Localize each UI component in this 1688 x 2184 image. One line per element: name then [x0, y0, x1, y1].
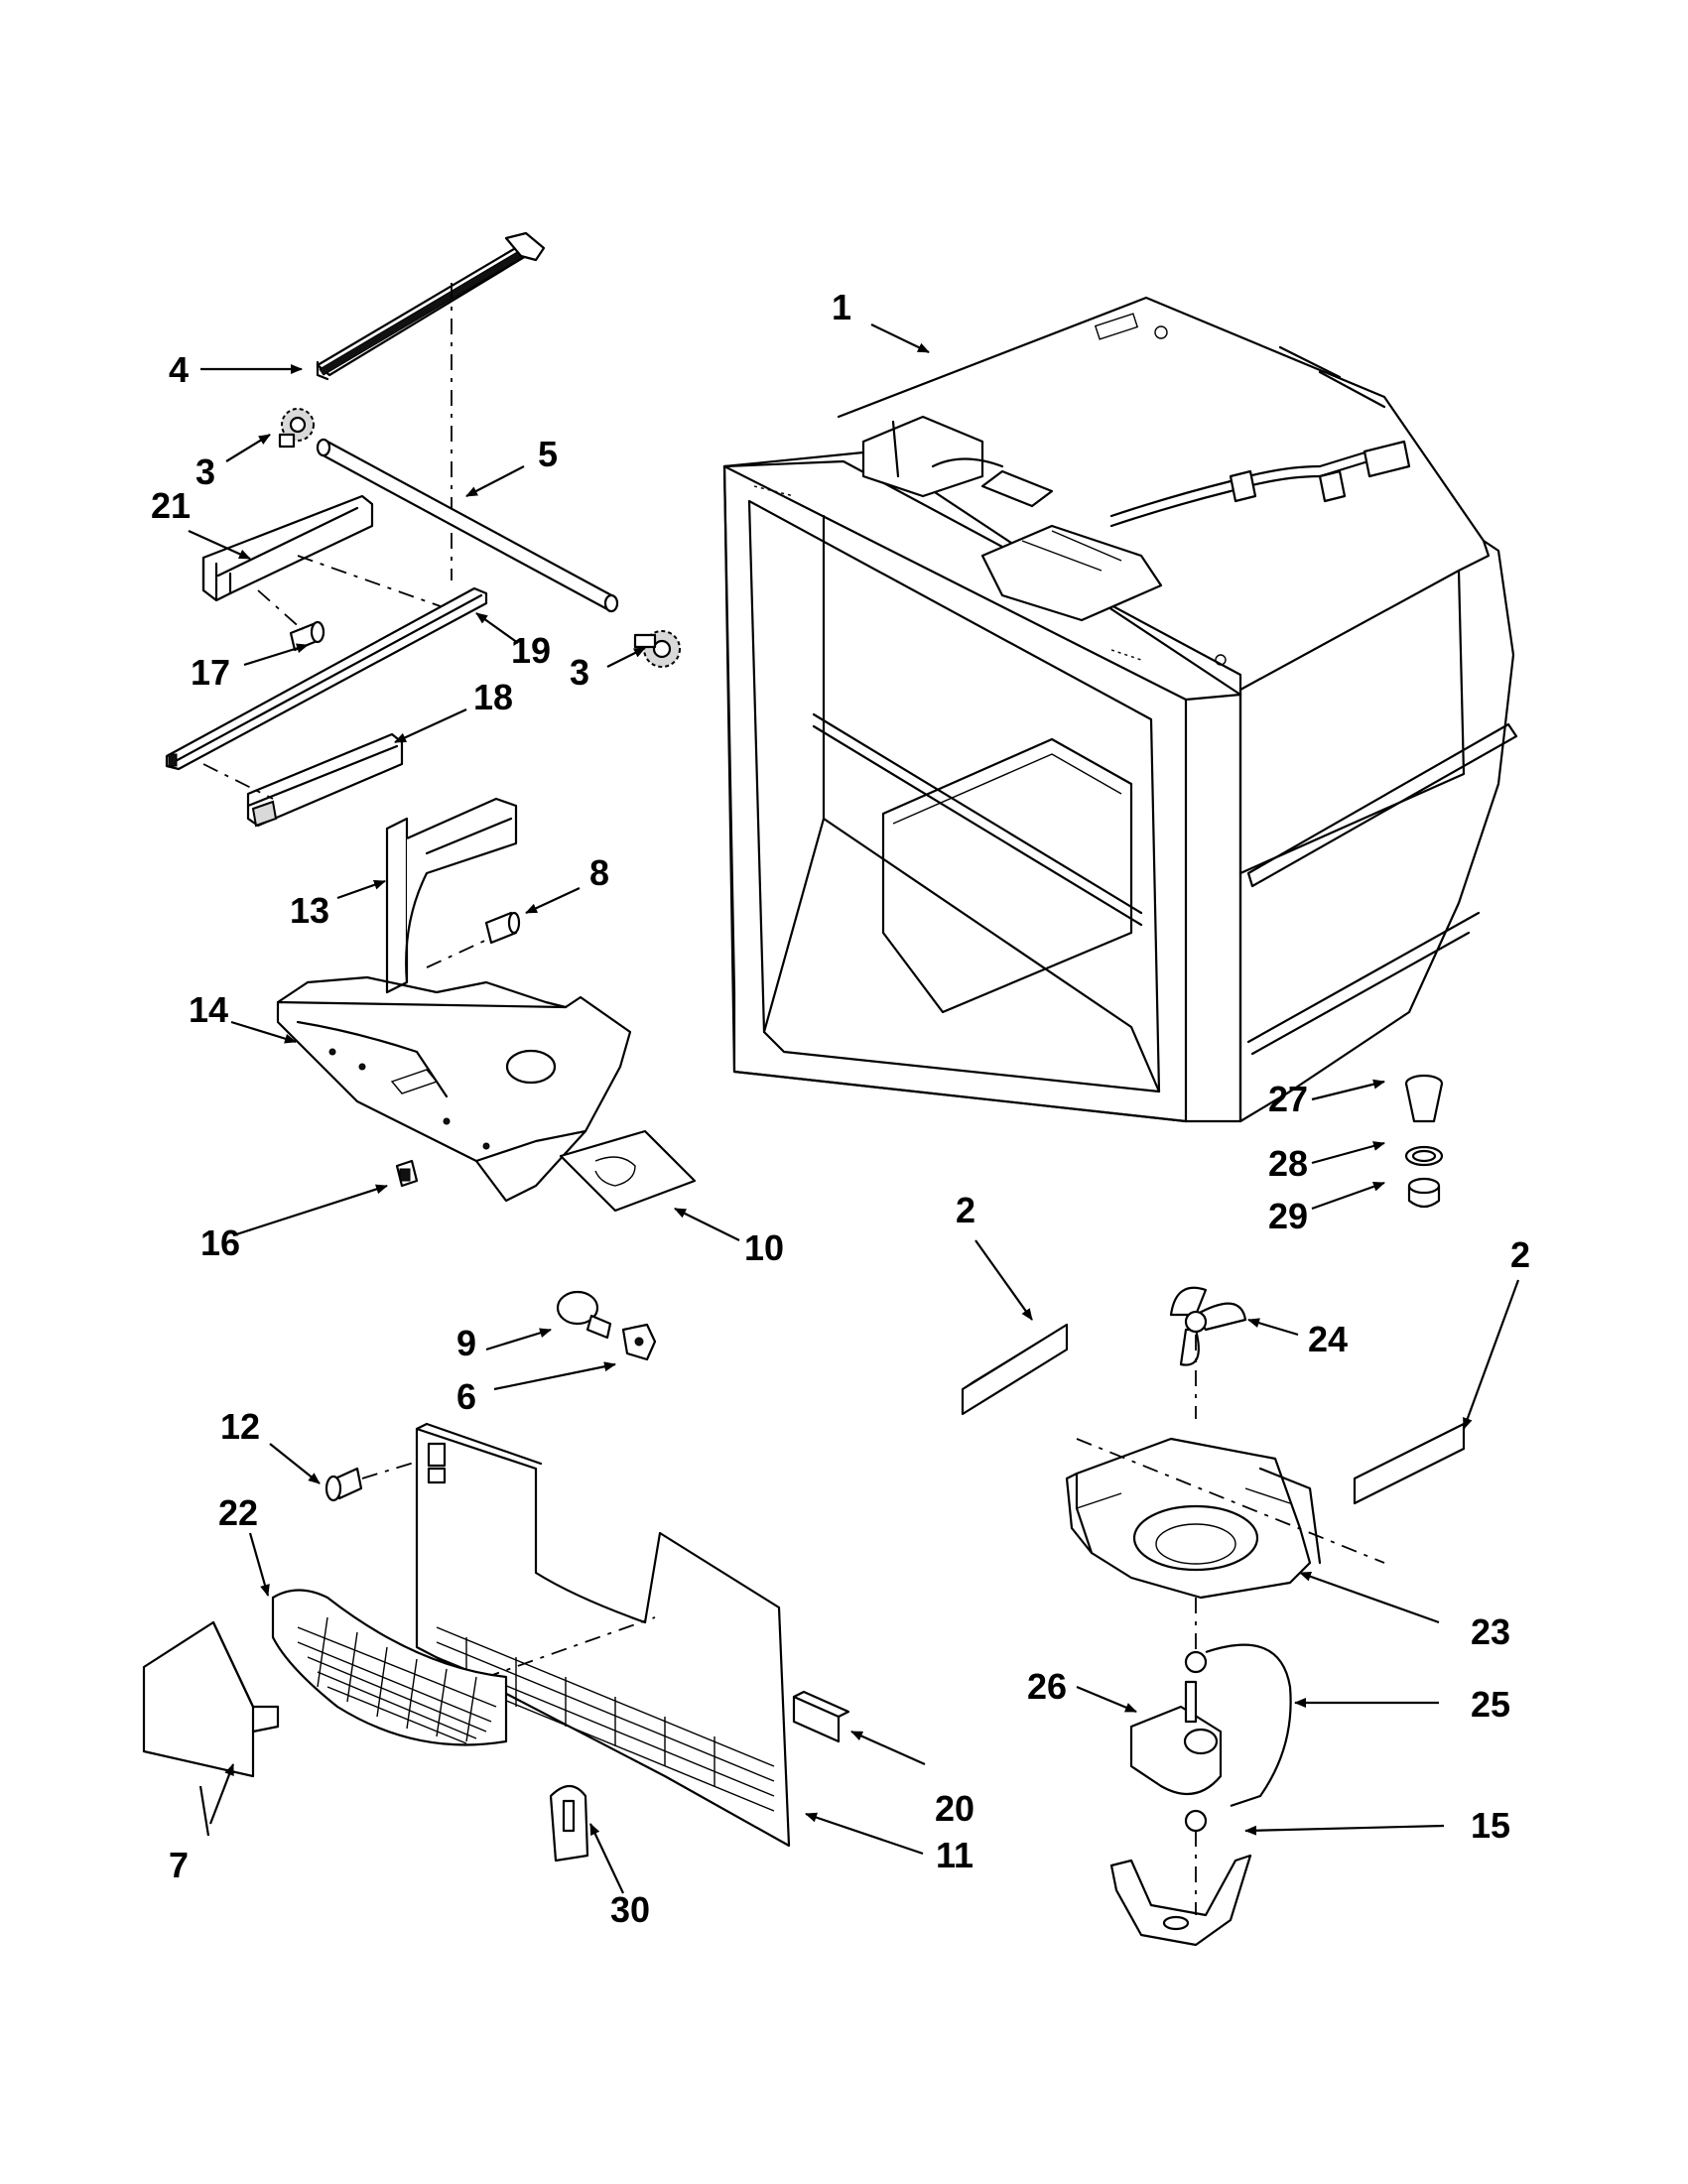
part-26-motor [1129, 1650, 1223, 1833]
callout-23: 23 [1471, 1611, 1510, 1652]
callout-15: 15 [1471, 1805, 1510, 1846]
part-19-slide [165, 586, 488, 771]
part-24-fan-blade [1169, 1286, 1247, 1366]
callout-2-left: 2 [956, 1190, 975, 1230]
callout-5: 5 [538, 434, 558, 474]
callout-6: 6 [456, 1376, 476, 1417]
part-15-motor-bracket [1109, 1854, 1252, 1947]
dashed-guide [361, 1458, 428, 1479]
part-10-gasket [559, 1129, 697, 1213]
part-5-rod [316, 438, 619, 613]
part-27-damper [1404, 1074, 1444, 1123]
callout-7: 7 [169, 1845, 189, 1885]
dashed-guide [426, 937, 492, 968]
callout-14: 14 [189, 989, 228, 1030]
part-9-bulb [556, 1290, 612, 1340]
callout-8: 8 [589, 852, 609, 893]
part-2-foam-right [1353, 1422, 1466, 1505]
part-1-freezer-liner [722, 296, 1518, 1123]
part-7-cover [142, 1620, 280, 1778]
part-23-fan-housing [1065, 1437, 1322, 1600]
part-14-duct-housing [276, 975, 632, 1203]
part-13-bracket [385, 797, 518, 994]
part-11-panel [415, 1422, 791, 1848]
callout-28: 28 [1268, 1143, 1308, 1184]
part-30-latch [549, 1784, 589, 1863]
part-17-screw [289, 620, 325, 652]
part-18-runner [246, 732, 404, 828]
part-21-bracket [201, 494, 374, 602]
leader-lines [188, 323, 1520, 1894]
callout-4: 4 [169, 349, 189, 390]
callout-labels: 1 2 2 3 3 4 5 6 7 8 9 10 11 12 13 14 15 … [151, 287, 1530, 1930]
part-20-foam [792, 1690, 850, 1743]
callout-26: 26 [1027, 1666, 1067, 1707]
callout-9: 9 [456, 1323, 476, 1363]
callout-17: 17 [191, 652, 230, 693]
callout-30: 30 [610, 1889, 650, 1930]
callout-29: 29 [1268, 1196, 1308, 1236]
part-3-gear-lower [633, 630, 681, 668]
callout-16: 16 [200, 1222, 240, 1263]
part-6-socket [621, 1323, 657, 1361]
part-29-cap [1407, 1177, 1441, 1209]
part-3-gear-upper [278, 408, 315, 449]
callout-25: 25 [1471, 1684, 1510, 1725]
callout-22: 22 [218, 1492, 258, 1533]
callout-19: 19 [511, 630, 551, 671]
callout-13: 13 [290, 890, 329, 931]
part-25-wire [1205, 1643, 1292, 1808]
callout-10: 10 [744, 1227, 784, 1268]
callout-3-upper: 3 [195, 451, 215, 492]
part-12-screw [325, 1467, 363, 1502]
part-22-grille [271, 1589, 508, 1746]
dashed-guide [297, 555, 453, 611]
callout-11: 11 [936, 1835, 974, 1875]
part-2-foam-left [961, 1323, 1069, 1416]
callout-27: 27 [1268, 1079, 1308, 1119]
part-8-screw [484, 911, 521, 945]
part-4-rail [316, 231, 546, 381]
callout-12: 12 [220, 1406, 260, 1447]
part-16-clip [395, 1159, 419, 1188]
callout-2-right: 2 [1510, 1234, 1530, 1275]
callout-24: 24 [1308, 1319, 1348, 1359]
callout-1: 1 [832, 287, 851, 327]
callout-18: 18 [473, 677, 513, 717]
part-28-ring [1404, 1145, 1444, 1167]
callout-3-lower: 3 [570, 652, 589, 693]
dashed-guide [257, 589, 304, 631]
dashed-guide [202, 763, 274, 800]
dashed-guide [1076, 1438, 1385, 1564]
callout-21: 21 [151, 485, 191, 526]
callout-20: 20 [935, 1788, 974, 1829]
